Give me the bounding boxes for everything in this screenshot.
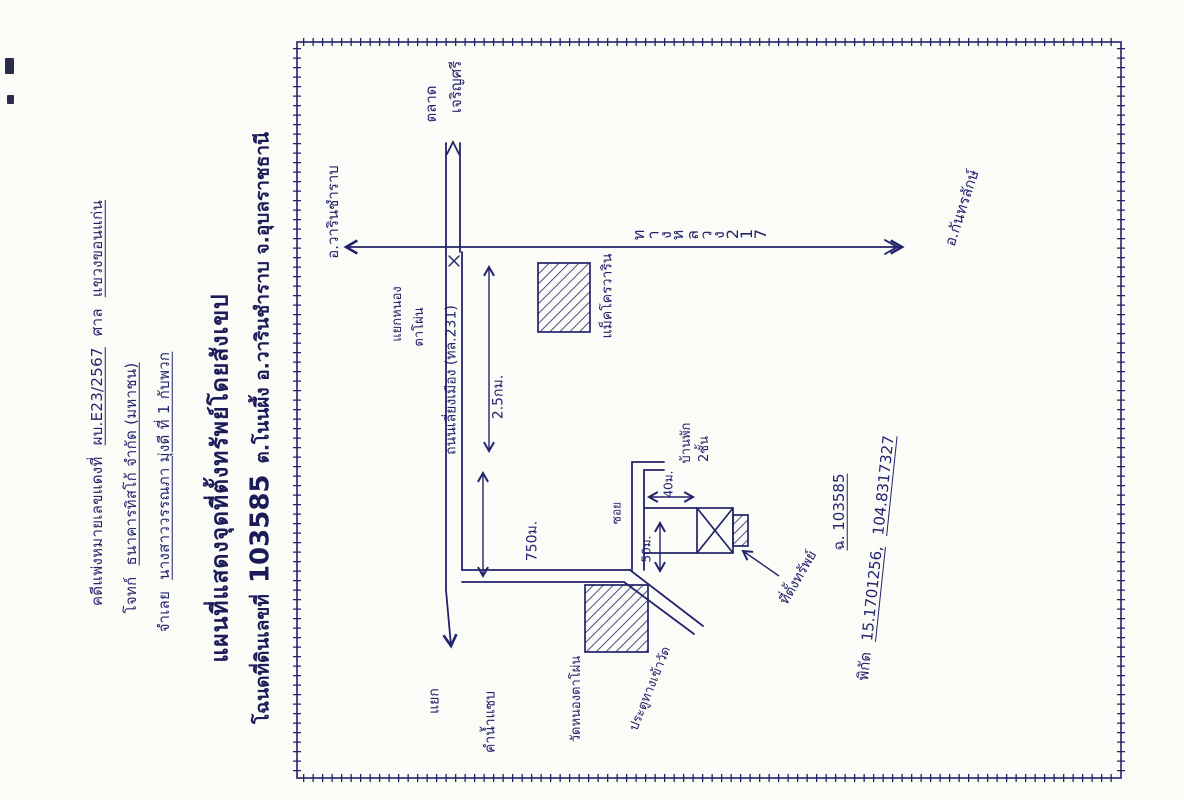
scan-artifact xyxy=(7,95,14,104)
highway-extra-arrowhead xyxy=(884,239,899,255)
roads xyxy=(343,139,905,649)
label-property-deed: ฉ. 103585 xyxy=(829,473,848,551)
label-distance-40m: 40ม. xyxy=(661,470,676,498)
label-distance-2-5km: 2.5กม. xyxy=(490,374,507,420)
bypass-road-west-edge xyxy=(442,251,458,649)
market-road-arrow xyxy=(446,139,460,155)
property-pointer-arrow xyxy=(741,549,780,577)
label-junction-line2: ตาโผ่น xyxy=(411,307,427,347)
measure-arrows xyxy=(477,264,780,579)
label-makro: แม็คโครวาริน xyxy=(599,253,616,339)
coords-label: พิกัด xyxy=(853,650,875,682)
property-marker xyxy=(696,507,749,554)
makro-building xyxy=(537,262,591,333)
label-south-line2: คำน้ำแซบ xyxy=(482,690,499,754)
temple-entrance-road xyxy=(629,569,704,627)
label-distance-750m: 750ม. xyxy=(524,520,541,562)
temple-building xyxy=(584,584,649,653)
label-house-line2: 2ชั้น xyxy=(696,436,712,462)
label-market-line1: ตลาด xyxy=(421,85,440,123)
label-south-line1: แยก xyxy=(426,688,443,714)
label-junction-line1: แยกหนอง xyxy=(389,286,405,342)
label-distance-50m: 50ม. xyxy=(639,535,654,563)
buildings xyxy=(537,262,749,653)
scan-artifact xyxy=(5,58,14,74)
label-temple: วัดหนองตาโผ่น xyxy=(568,655,584,743)
junction-x-mark xyxy=(448,255,460,267)
map-border xyxy=(293,38,1125,782)
label-direction-west: อ.วารินชำราบ xyxy=(323,165,342,259)
highway-label: ทางหลวง 217 xyxy=(629,224,770,241)
label-soi: ซอย xyxy=(609,501,624,525)
label-house-line1: บ้านพัก xyxy=(678,422,694,464)
label-bypass-road: ถนนเลี่ยงเมือง (ทล.231) xyxy=(443,305,460,455)
label-market-line2: เจริญศรี xyxy=(446,60,465,114)
